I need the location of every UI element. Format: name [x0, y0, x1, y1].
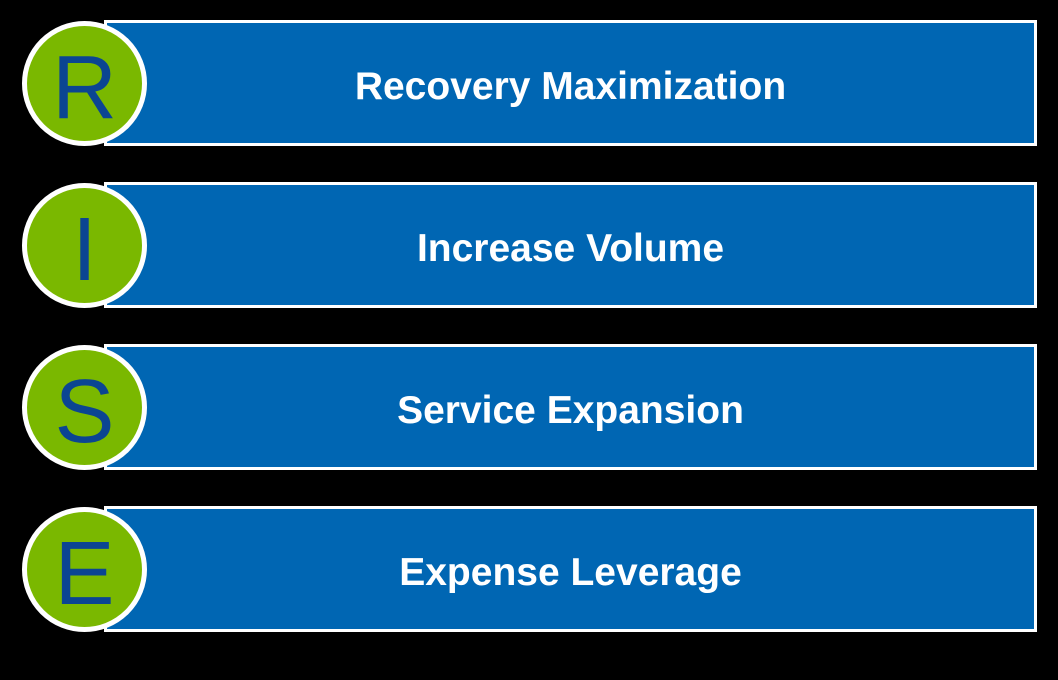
badge-letter: E: [54, 523, 115, 624]
bar-service-expansion: Service Expansion: [104, 344, 1037, 470]
rise-row-expense: Expense Leverage E: [0, 506, 1058, 632]
rise-row-recovery: Recovery Maximization R: [0, 20, 1058, 146]
badge-letter: R: [52, 37, 117, 138]
letter-badge-s: S: [22, 345, 147, 470]
badge-letter: I: [71, 199, 97, 300]
bar-label: Increase Volume: [416, 226, 725, 270]
bar-expense-leverage: Expense Leverage: [104, 506, 1037, 632]
letter-badge-e: E: [22, 507, 147, 632]
rise-row-increase: Increase Volume I: [0, 182, 1058, 308]
bar-label: Expense Leverage: [399, 550, 742, 594]
badge-letter: S: [54, 361, 115, 462]
bar-increase-volume: Increase Volume: [104, 182, 1037, 308]
bar-label: Service Expansion: [397, 388, 744, 432]
rise-row-service: Service Expansion S: [0, 344, 1058, 470]
letter-badge-i: I: [22, 183, 147, 308]
bar-recovery-maximization: Recovery Maximization: [104, 20, 1037, 146]
bar-label: Recovery Maximization: [354, 64, 787, 108]
letter-badge-r: R: [22, 21, 147, 146]
